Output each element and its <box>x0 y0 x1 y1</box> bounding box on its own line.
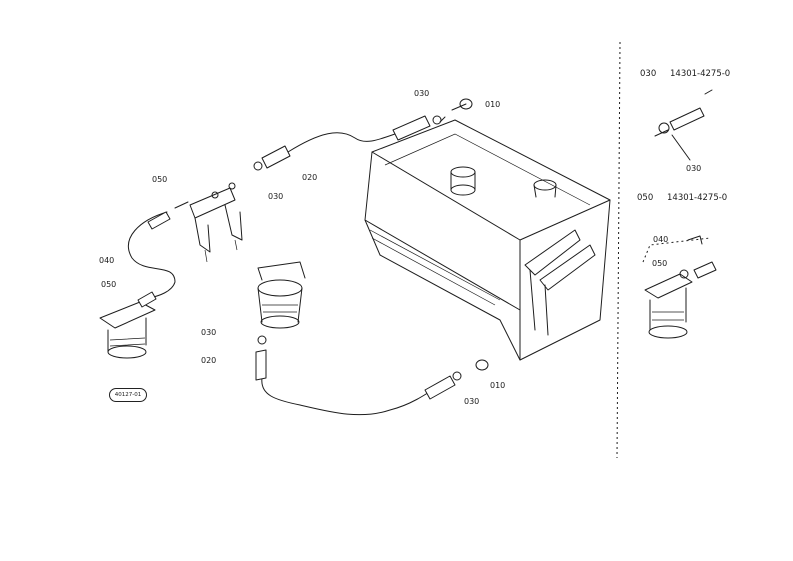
callout-020-top: 020 <box>302 173 318 182</box>
detail-030-clip <box>654 89 713 161</box>
hose-sleeve-top <box>392 98 473 141</box>
callout-030-mid: 030 <box>268 192 284 201</box>
callout-050-left: 050 <box>152 175 168 184</box>
part1-number: 14301-4275-0 <box>670 69 731 79</box>
callout-030-bottom: 030 <box>464 397 480 406</box>
fuel-filter-center <box>255 261 306 381</box>
fuel-hoses <box>127 116 446 416</box>
part1-code: 030 <box>640 69 657 79</box>
detail-050-filter <box>642 235 717 339</box>
callout-010-bottom: 010 <box>490 381 506 390</box>
callout-050-left2: 050 <box>101 280 117 289</box>
panel-divider <box>616 41 621 459</box>
hose-sleeve-bottom <box>424 359 489 400</box>
fuel-tank <box>364 119 611 361</box>
part1-callout: 030 <box>686 164 702 173</box>
part2-callout-050: 050 <box>652 259 668 268</box>
part2-number: 14301-4275-0 <box>667 193 728 203</box>
injection-pump <box>147 182 243 263</box>
callout-030-low: 030 <box>201 328 217 337</box>
fuel-filter-left <box>99 291 157 359</box>
callout-010-top: 010 <box>485 100 501 109</box>
drawing-number-stamp: 40127-01 <box>109 388 147 402</box>
part2-callout-040: 040 <box>653 235 669 244</box>
hose-sleeve-020 <box>253 145 291 171</box>
part2-code: 050 <box>637 193 654 203</box>
callout-020-low: 020 <box>201 356 217 365</box>
callout-040-left: 040 <box>99 256 115 265</box>
callout-030-top: 030 <box>414 89 430 98</box>
